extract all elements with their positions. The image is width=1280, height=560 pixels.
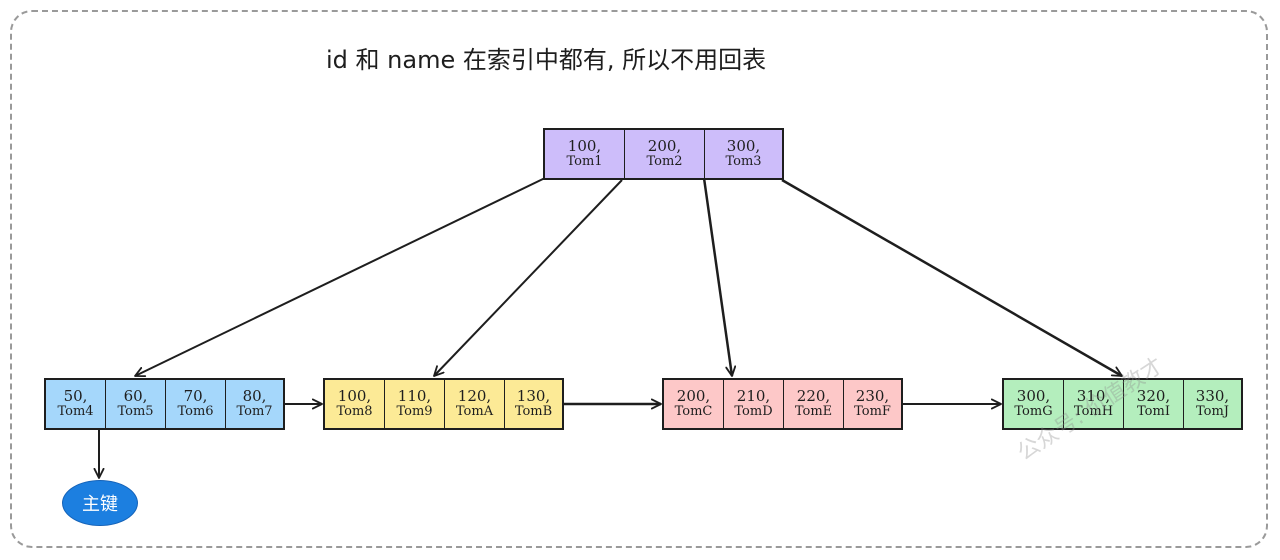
leaf-cell: 210, TomD (724, 380, 784, 428)
cell-value: TomD (734, 404, 773, 420)
cell-key: 310, (1076, 386, 1111, 405)
cell-value: TomG (1014, 404, 1053, 420)
cell-value: TomJ (1195, 404, 1230, 420)
leaf-cell: 50, Tom4 (46, 380, 106, 428)
cell-key: 210, (736, 386, 771, 405)
leaf-cell: 80, Tom7 (226, 380, 283, 428)
cell-key: 80, (242, 386, 267, 405)
cell-key: 50, (63, 386, 88, 405)
cell-value: Tom5 (117, 404, 154, 420)
root-cell: 200, Tom2 (625, 130, 705, 178)
leaf-cell: 200, TomC (664, 380, 724, 428)
primary-key-node: 主键 (62, 480, 138, 526)
edge-root-to-leaf-2 (433, 179, 623, 377)
leaf-cell: 330, TomJ (1184, 380, 1241, 428)
cell-key: 300, (726, 136, 761, 155)
leaf-cell: 60, Tom5 (106, 380, 166, 428)
cell-key: 110, (397, 386, 432, 405)
cell-value: Tom2 (646, 154, 683, 170)
leaf-cell: 300, TomG (1004, 380, 1064, 428)
cell-value: TomF (854, 404, 891, 420)
cell-key: 120, (457, 386, 492, 405)
leaf-cell: 220, TomE (784, 380, 844, 428)
root-node: 100, Tom1 200, Tom2 300, Tom3 (543, 128, 784, 180)
cell-key: 230, (855, 386, 890, 405)
cell-value: Tom3 (725, 154, 762, 170)
cell-value: Tom4 (57, 404, 94, 420)
cell-value: TomA (455, 404, 494, 420)
root-cell: 100, Tom1 (545, 130, 625, 178)
cell-key: 330, (1195, 386, 1230, 405)
cell-value: Tom7 (236, 404, 273, 420)
cell-value: Tom9 (396, 404, 433, 420)
leaf-node-3: 200, TomC 210, TomD 220, TomE 230, TomF (662, 378, 903, 430)
root-to-leaf-edges (134, 177, 1123, 378)
leaf-cell: 120, TomA (445, 380, 505, 428)
leaf-cell: 70, Tom6 (166, 380, 226, 428)
diagram-frame (10, 10, 1268, 548)
cell-value: TomI (1137, 404, 1170, 420)
cell-value: TomE (794, 404, 833, 420)
cell-key: 100, (567, 136, 602, 155)
cell-key: 70, (183, 386, 208, 405)
leaf-cell: 310, TomH (1064, 380, 1124, 428)
leaf-node-1: 50, Tom4 60, Tom5 70, Tom6 80, Tom7 (44, 378, 285, 430)
cell-key: 100, (337, 386, 372, 405)
edge-root-to-leaf-3 (702, 177, 737, 377)
leaf-cell: 110, Tom9 (385, 380, 445, 428)
cell-key: 60, (123, 386, 148, 405)
cell-value: Tom8 (336, 404, 373, 420)
leaf-cell: 320, TomI (1124, 380, 1184, 428)
leaf-node-4: 300, TomG 310, TomH 320, TomI 330, TomJ (1002, 378, 1243, 430)
cell-value: Tom6 (177, 404, 214, 420)
cell-value: TomB (514, 404, 553, 420)
cell-key: 130, (516, 386, 551, 405)
cell-value: TomC (674, 404, 713, 420)
cell-key: 200, (676, 386, 711, 405)
cell-key: 200, (647, 136, 682, 155)
cell-key: 220, (796, 386, 831, 405)
diagram-title: id 和 name 在索引中都有, 所以不用回表 (326, 46, 767, 74)
leaf-cell: 100, Tom8 (325, 380, 385, 428)
leaf-cell: 130, TomB (505, 380, 562, 428)
root-cell: 300, Tom3 (705, 130, 782, 178)
primary-key-label: 主键 (82, 494, 118, 515)
cell-value: TomH (1073, 404, 1114, 420)
cell-value: Tom1 (566, 154, 603, 170)
edge-root-to-leaf-4 (781, 178, 1123, 378)
cell-key: 320, (1136, 386, 1171, 405)
leaf-cell: 230, TomF (844, 380, 901, 428)
leaf-node-2: 100, Tom8 110, Tom9 120, TomA 130, TomB (323, 378, 564, 430)
cell-key: 300, (1016, 386, 1051, 405)
edge-root-to-leaf-1 (134, 177, 546, 378)
